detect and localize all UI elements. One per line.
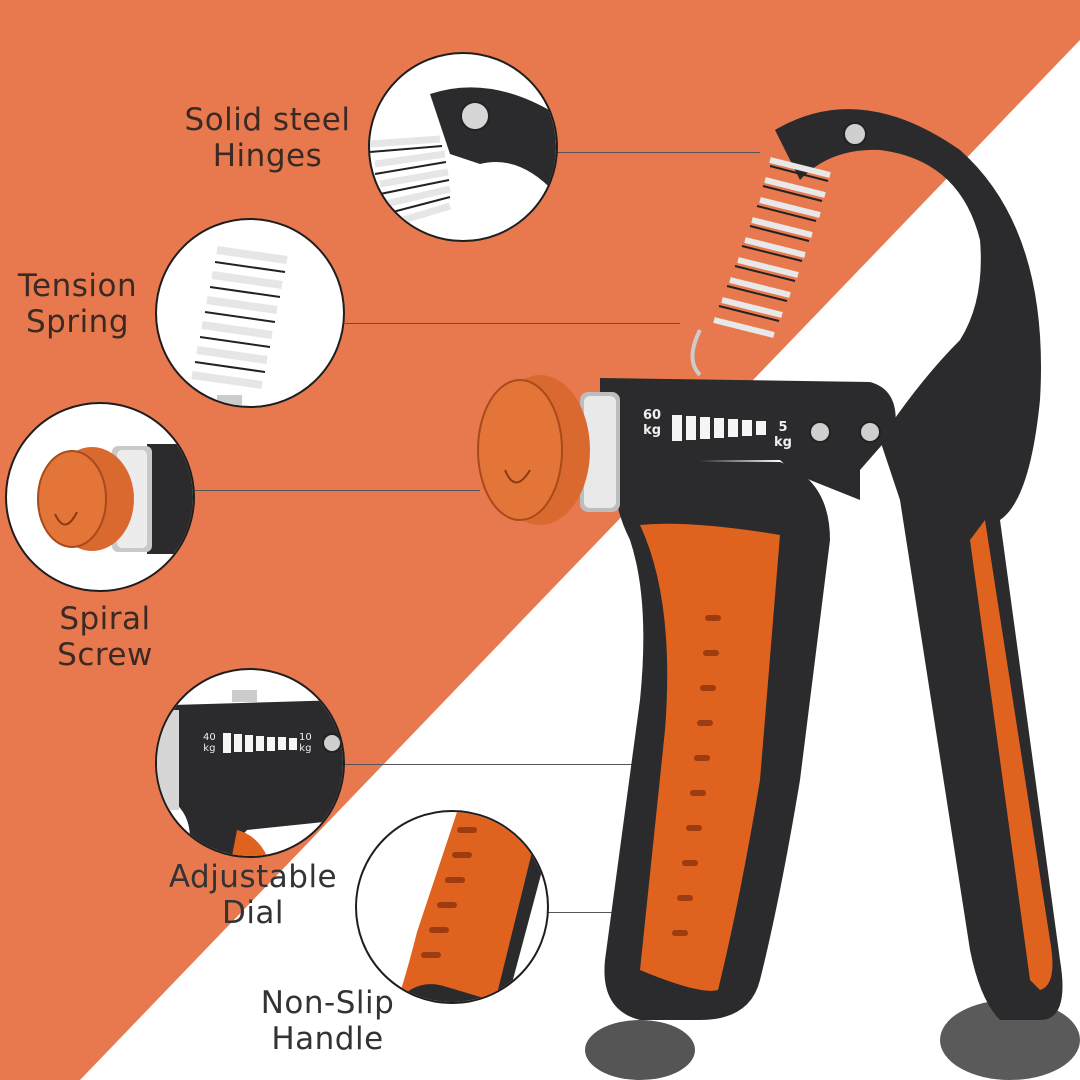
dial-detail-image xyxy=(157,690,343,856)
screw-detail-image xyxy=(37,444,193,554)
dial-detail-circle: 40 kg 10 kg xyxy=(155,668,345,858)
inset-scale-min-label: 10 kg xyxy=(299,732,312,754)
scale-max-label: 60 kg xyxy=(643,408,662,438)
leader-hinges xyxy=(555,152,760,153)
callout-dial: Adjustable Dial xyxy=(168,859,338,931)
callout-screw: Spiral Screw xyxy=(57,601,153,673)
inset-scale-max-label: 40 kg xyxy=(203,732,216,754)
callout-handle: Non-Slip Handle xyxy=(260,985,395,1057)
callout-spring: Tension Spring xyxy=(17,268,138,340)
screw-detail-circle xyxy=(5,402,195,592)
hinges-detail-circle xyxy=(368,52,558,242)
leader-handle xyxy=(548,912,640,913)
spring-detail-image xyxy=(191,246,288,405)
leader-screw xyxy=(195,490,480,491)
handle-detail-image xyxy=(397,812,547,1002)
leader-spring xyxy=(345,323,680,324)
scale-min-label: 5 kg xyxy=(774,420,792,450)
handle-detail-circle xyxy=(355,810,549,1004)
leader-dial xyxy=(345,764,670,765)
hinge-detail-image xyxy=(370,87,556,228)
spring-detail-circle xyxy=(155,218,345,408)
callout-hinges: Solid steel Hinges xyxy=(184,102,351,174)
